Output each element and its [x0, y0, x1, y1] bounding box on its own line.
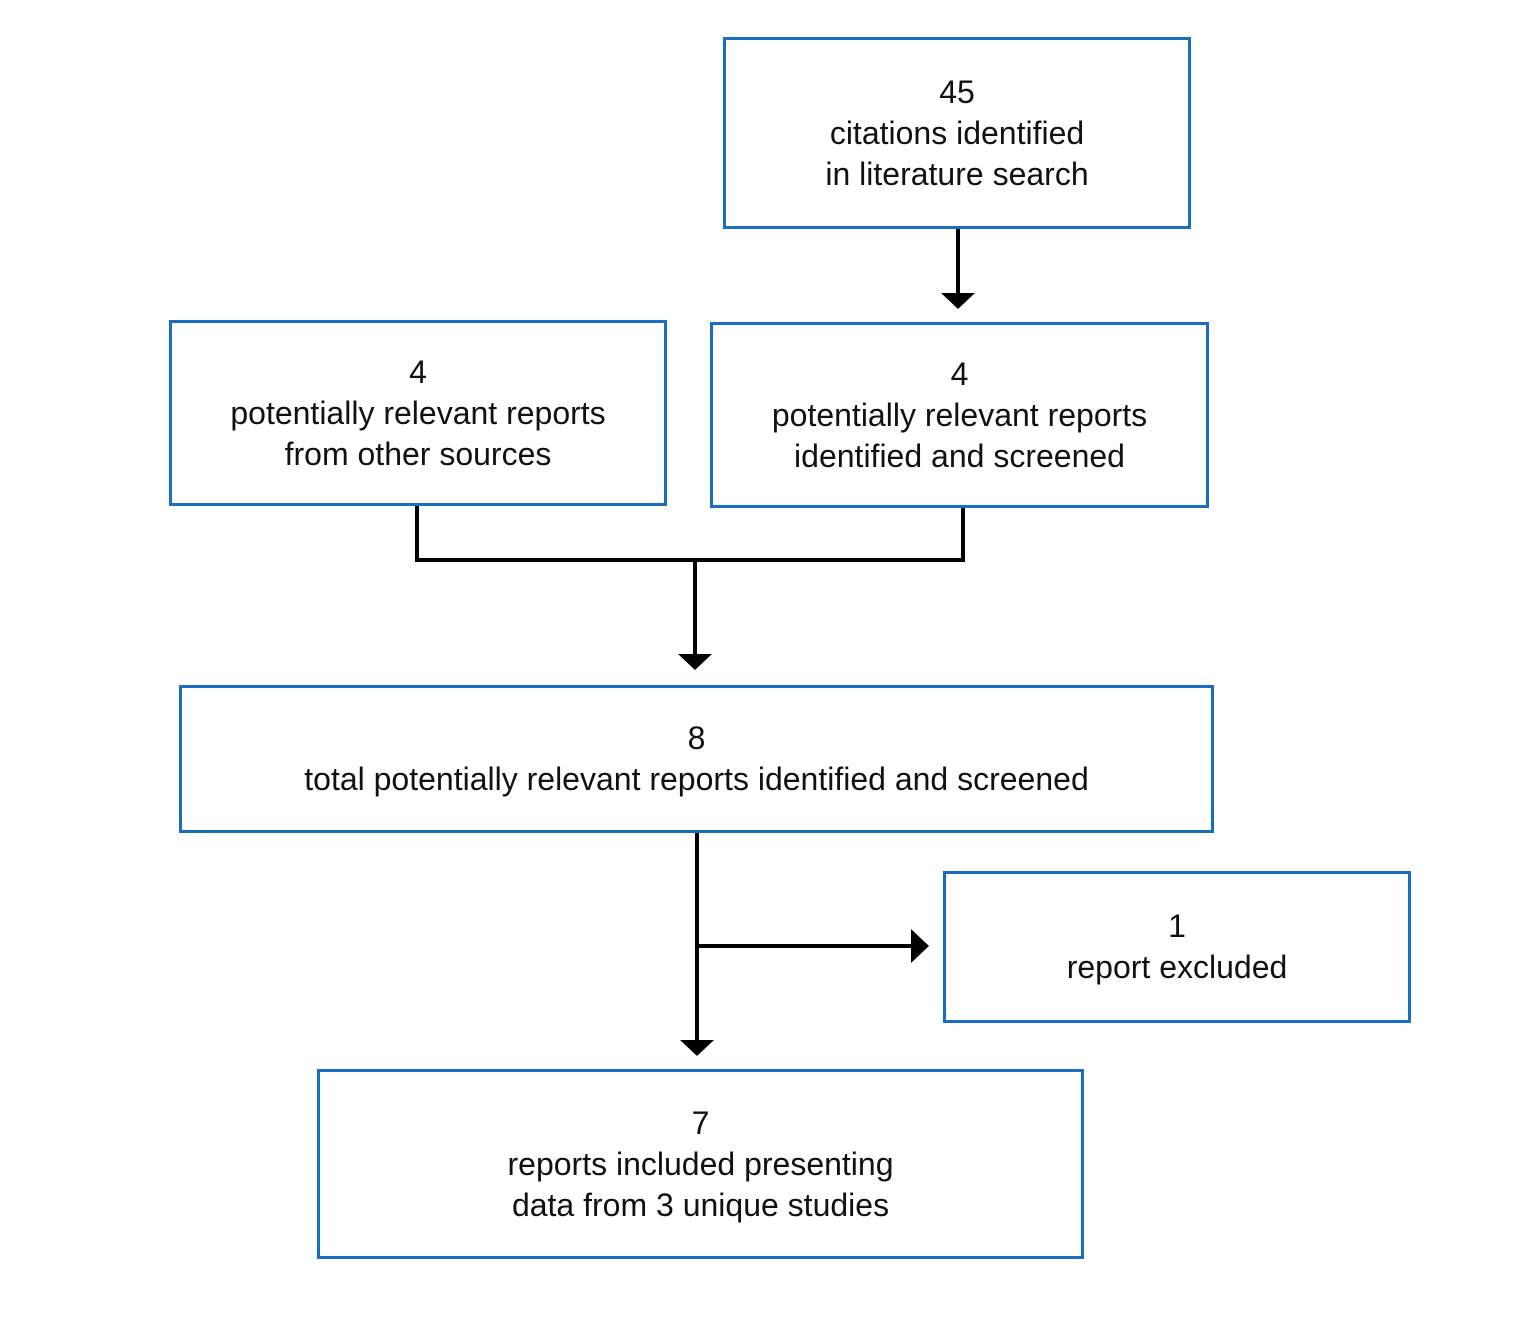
arrowhead-excluded	[911, 929, 929, 963]
literature-search-box: 45 citations identified in literature se…	[723, 37, 1191, 229]
screened-label-line1: potentially relevant reports	[771, 396, 1148, 433]
other-sources-label-line1: potentially relevant reports	[230, 394, 606, 431]
screened-count: 4	[950, 355, 969, 392]
total-label: total potentially relevant reports ident…	[304, 761, 1089, 797]
included-count: 7	[691, 1104, 710, 1141]
other-sources-count: 4	[409, 353, 427, 390]
included-label-line2: data from 3 unique studies	[511, 1186, 890, 1223]
other-sources-label-line2: from other sources	[284, 435, 552, 472]
excluded-box: 1 report excluded	[943, 871, 1411, 1023]
included-label-line1: reports included presenting	[507, 1145, 894, 1182]
literature-search-count: 45	[939, 73, 975, 110]
total-box: 8 total potentially relevant reports ide…	[179, 685, 1214, 833]
other-sources-box: 4 potentially relevant reports from othe…	[169, 320, 667, 506]
screened-box: 4 potentially relevant reports identifie…	[710, 322, 1209, 508]
included-box: 7 reports included presenting data from …	[317, 1069, 1084, 1259]
literature-search-label-line2: in literature search	[825, 155, 1089, 192]
arrowhead-included	[680, 1040, 714, 1056]
excluded-label: report excluded	[1066, 949, 1288, 985]
excluded-count: 1	[1168, 908, 1186, 944]
merge-connector	[415, 506, 965, 562]
arrowhead-screened	[941, 293, 975, 309]
arrowhead-total	[678, 654, 712, 670]
screened-label-line2: identified and screened	[794, 437, 1125, 474]
total-count: 8	[687, 720, 706, 756]
literature-search-label-line1: citations identified	[829, 114, 1085, 151]
